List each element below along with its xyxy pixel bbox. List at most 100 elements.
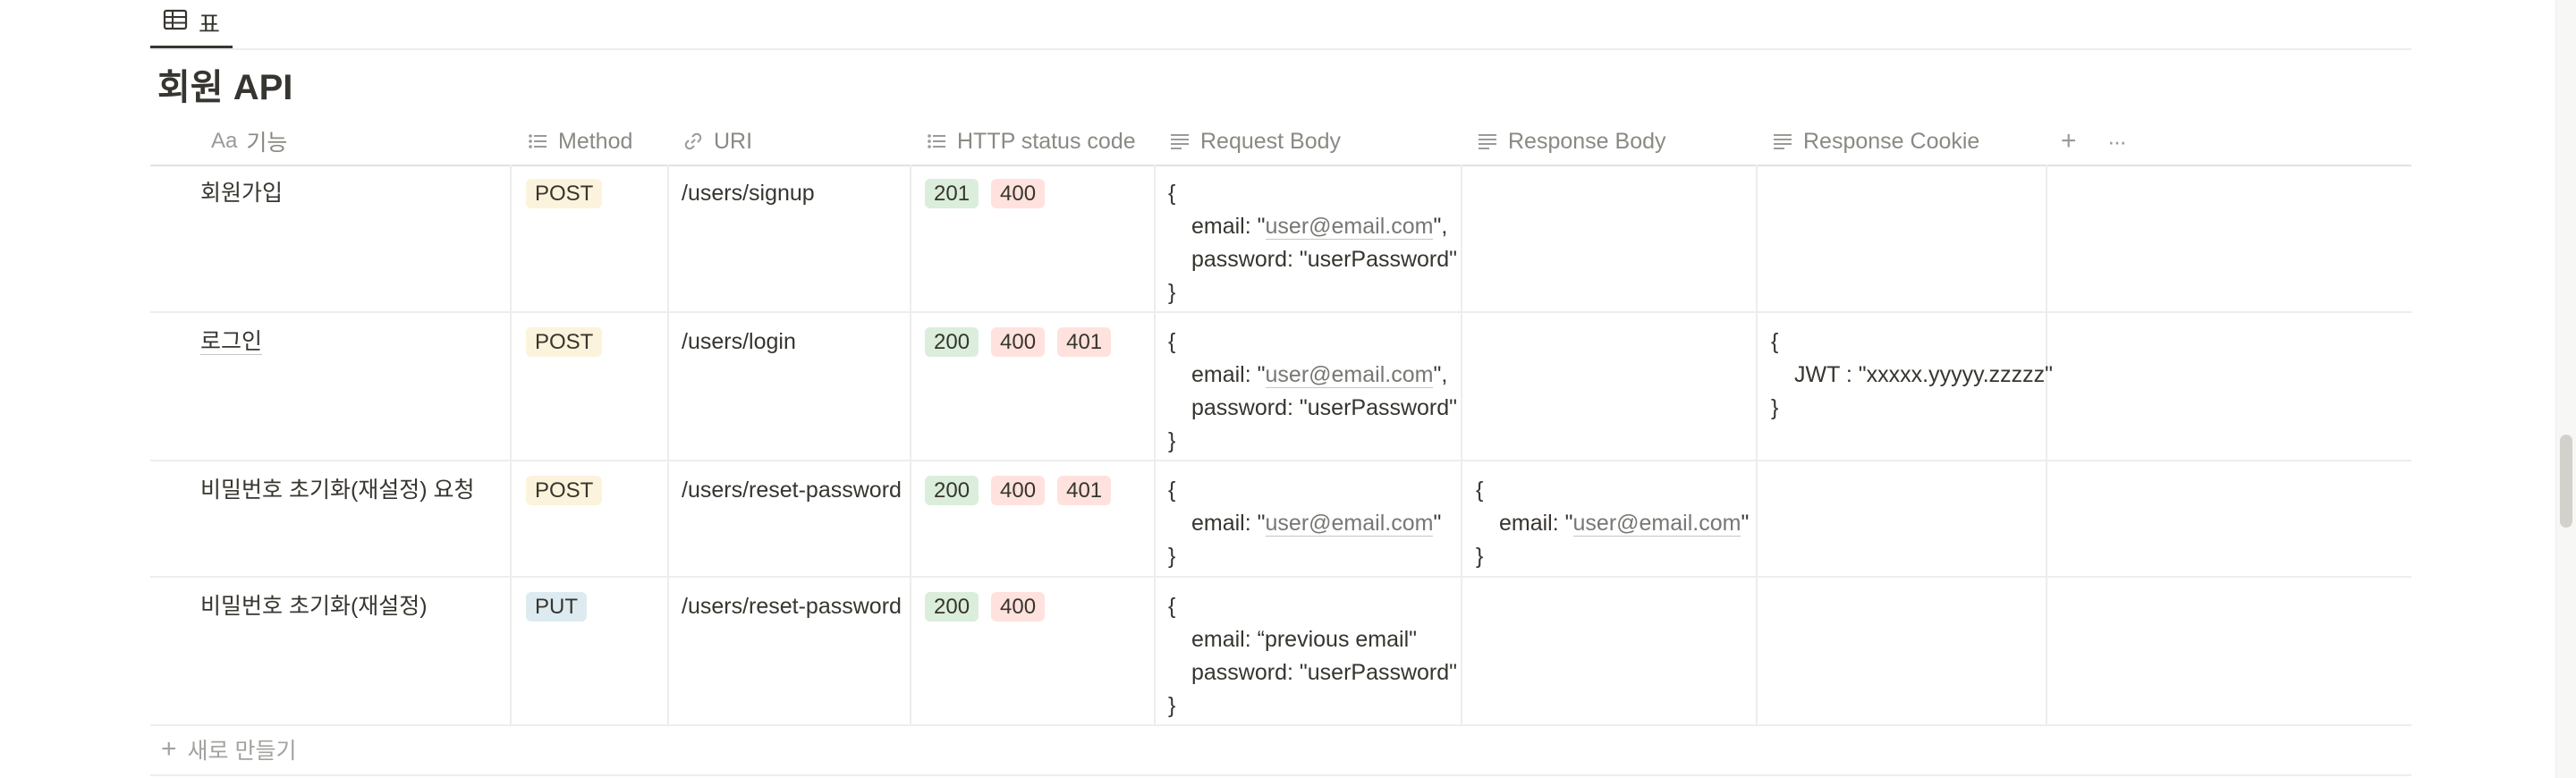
- vertical-scrollbar[interactable]: [2555, 0, 2576, 778]
- table-icon: [163, 9, 188, 37]
- request-body-cell[interactable]: { email: "user@email.com" }: [1168, 474, 1441, 573]
- page-title: 회원 API: [157, 68, 293, 107]
- column-label: HTTP status code: [957, 128, 1136, 154]
- table-header: Aa 기능 Method URI HTTP status code Reques…: [150, 118, 2411, 166]
- table-row[interactable]: 회원가입 POST /users/signup 201 400 { email: …: [150, 165, 2411, 313]
- email-link[interactable]: user@email.com: [1265, 362, 1434, 388]
- table-row[interactable]: 비밀번호 초기화(재설정) PUT /users/reset-password …: [150, 578, 2411, 726]
- code-line: email: "user@email.com": [1168, 507, 1441, 540]
- uri-cell[interactable]: /users/login: [682, 329, 796, 354]
- code-text: email: ": [1499, 511, 1573, 536]
- response-body-cell[interactable]: { email: "user@email.com" }: [1476, 474, 1749, 573]
- email-link[interactable]: user@email.com: [1265, 214, 1434, 240]
- column-header-response-cookie[interactable]: Response Cookie: [1771, 118, 1979, 165]
- column-header-feature[interactable]: Aa 기능: [211, 118, 287, 165]
- code-line: {: [1168, 478, 1176, 503]
- column-header-request-body[interactable]: Request Body: [1168, 118, 1341, 165]
- code-line: }: [1168, 280, 1176, 305]
- feature-cell[interactable]: 회원가입: [200, 181, 284, 206]
- column-divider: [510, 165, 512, 726]
- code-line: {: [1168, 181, 1176, 206]
- status-code-tag: 401: [1057, 327, 1112, 357]
- column-label: 기능: [246, 131, 288, 156]
- method-cell[interactable]: POST: [526, 177, 614, 210]
- code-line: {: [1168, 594, 1176, 619]
- status-code-tag: 200: [925, 592, 979, 622]
- method-tag: PUT: [526, 592, 587, 622]
- method-cell[interactable]: PUT: [526, 590, 599, 623]
- code-line: password: "userPassword": [1191, 395, 1458, 420]
- column-header-response-body[interactable]: Response Body: [1476, 118, 1666, 165]
- status-code-tag: 200: [925, 327, 979, 357]
- code-line: }: [1771, 395, 1779, 420]
- column-label: Response Cookie: [1803, 128, 1980, 154]
- status-code-tag: 201: [925, 179, 979, 208]
- request-body-cell[interactable]: { email: "user@email.com", password: "us…: [1168, 177, 1457, 309]
- status-code-tag: 200: [925, 476, 979, 505]
- column-divider: [1756, 165, 1758, 726]
- email-link[interactable]: user@email.com: [1572, 511, 1741, 537]
- method-tag: POST: [526, 327, 603, 357]
- scrollbar-thumb[interactable]: [2560, 435, 2572, 528]
- request-body-cell[interactable]: { email: "user@email.com", password: "us…: [1168, 326, 1457, 458]
- method-cell[interactable]: POST: [526, 474, 614, 507]
- feature-label: 로그인: [200, 329, 263, 355]
- code-text: ",: [1433, 214, 1448, 239]
- code-line: }: [1168, 693, 1176, 718]
- uri-cell[interactable]: /users/reset-password: [682, 478, 902, 503]
- column-header-uri[interactable]: URI: [682, 118, 752, 165]
- text-icon: [1771, 131, 1794, 152]
- more-options-button[interactable]: ···: [2107, 127, 2127, 155]
- code-line: }: [1168, 428, 1176, 453]
- divider: [150, 774, 2411, 776]
- column-label: URI: [714, 128, 753, 154]
- new-row-button[interactable]: + 새로 만들기: [161, 726, 296, 773]
- feature-cell[interactable]: 비밀번호 초기화(재설정): [200, 594, 428, 619]
- title-icon: Aa: [211, 129, 238, 153]
- column-divider: [1461, 165, 1462, 726]
- code-line: }: [1168, 544, 1176, 569]
- list-icon: [526, 131, 549, 152]
- feature-cell[interactable]: 로그인: [200, 326, 263, 359]
- feature-cell[interactable]: 비밀번호 초기화(재설정) 요청: [200, 478, 475, 503]
- code-line: {: [1168, 329, 1176, 354]
- view-tab-table[interactable]: 표: [150, 0, 233, 48]
- status-code-cell[interactable]: 200 400 401: [925, 326, 1123, 359]
- code-line: {: [1771, 329, 1779, 354]
- code-text: email: ": [1191, 511, 1266, 536]
- code-line: password: "userPassword": [1191, 660, 1458, 685]
- list-icon: [925, 131, 948, 152]
- code-line: email: "user@email.com",: [1168, 210, 1457, 243]
- status-code-cell[interactable]: 200 400 401: [925, 474, 1123, 507]
- status-code-cell[interactable]: 200 400: [925, 590, 1057, 623]
- status-code-tag: 400: [991, 179, 1046, 208]
- text-icon: [1168, 131, 1191, 152]
- column-label: Method: [558, 128, 633, 154]
- code-text: ": [1741, 511, 1750, 536]
- table-row[interactable]: 비밀번호 초기화(재설정) 요청 POST /users/reset-passw…: [150, 461, 2411, 578]
- code-text: email: ": [1191, 214, 1266, 239]
- code-text: ": [1433, 511, 1442, 536]
- link-icon: [682, 131, 705, 152]
- uri-cell[interactable]: /users/signup: [682, 181, 815, 206]
- code-line: email: “previous email": [1191, 627, 1418, 652]
- status-code-tag: 400: [991, 327, 1046, 357]
- column-header-http-status[interactable]: HTTP status code: [925, 118, 1136, 165]
- method-cell[interactable]: POST: [526, 326, 614, 359]
- column-label: Request Body: [1200, 128, 1342, 154]
- column-divider: [2046, 165, 2047, 726]
- method-tag: POST: [526, 179, 603, 208]
- request-body-cell[interactable]: { email: “previous email" password: "use…: [1168, 590, 1457, 723]
- add-column-button[interactable]: +: [2061, 126, 2077, 156]
- status-code-tag: 400: [991, 476, 1046, 505]
- column-header-method[interactable]: Method: [526, 118, 632, 165]
- status-code-tag: 401: [1057, 476, 1112, 505]
- response-cookie-cell[interactable]: { JWT : "xxxxx.yyyyy.zzzzz" }: [1771, 326, 2053, 425]
- text-icon: [1476, 131, 1499, 152]
- uri-cell[interactable]: /users/reset-password: [682, 594, 902, 619]
- table-row[interactable]: 로그인 POST /users/login 200 400 401 { email:…: [150, 313, 2411, 461]
- code-line: {: [1476, 478, 1484, 503]
- email-link[interactable]: user@email.com: [1265, 511, 1434, 537]
- status-code-tag: 400: [991, 592, 1046, 622]
- status-code-cell[interactable]: 201 400: [925, 177, 1057, 210]
